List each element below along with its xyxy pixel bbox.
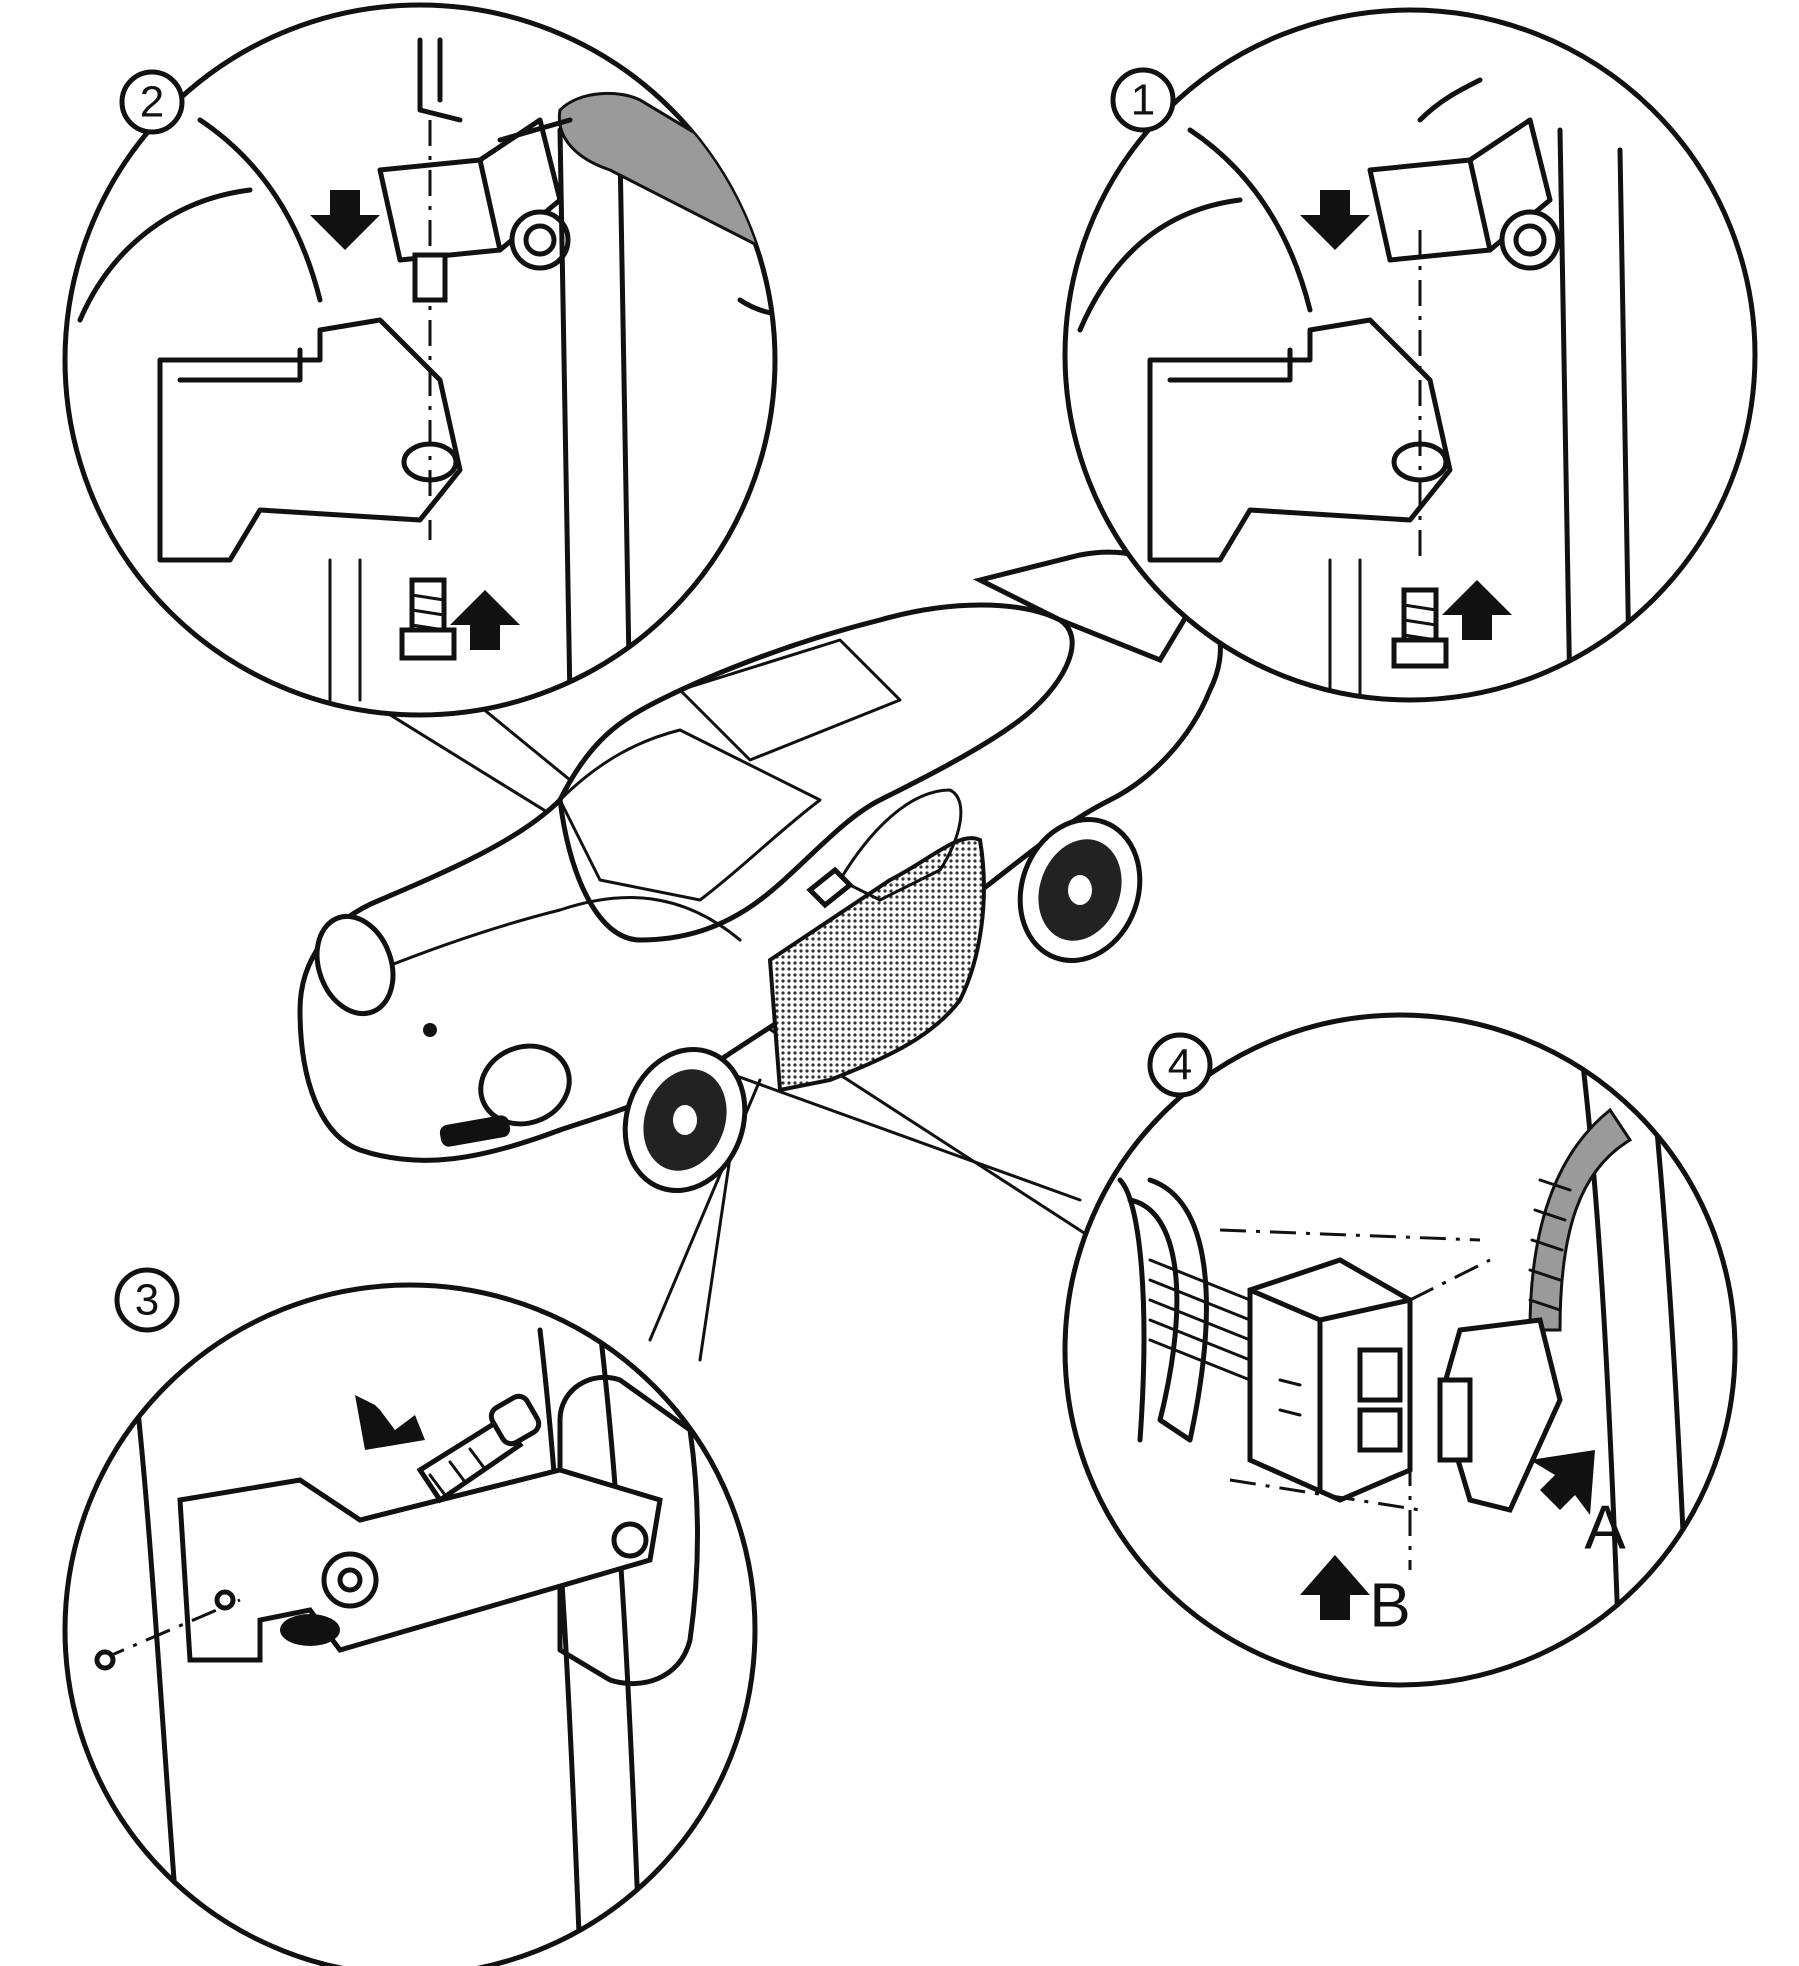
car-headlight-left: [314, 913, 396, 1017]
car-grille: [439, 1115, 511, 1147]
car-windshield: [558, 728, 822, 902]
detail-circle-1: 1: [1062, 7, 1758, 703]
car-sunroof: [678, 638, 902, 762]
arrow-up: [450, 590, 520, 650]
arrow-a: [1530, 1450, 1595, 1515]
label-a: A: [1584, 1494, 1626, 1563]
car-door: [767, 836, 986, 1093]
detail-circle-4: 4 A B: [1062, 1012, 1738, 1688]
callout-3: 3: [135, 1276, 159, 1325]
label-b: B: [1369, 1572, 1410, 1641]
car-headlight-right: [478, 1043, 572, 1127]
arrow-b: [1300, 1555, 1370, 1620]
arrow-up: [1442, 580, 1512, 640]
detail-circle-3: 3: [62, 1267, 758, 1966]
arrow-left: [355, 1395, 425, 1450]
car-side-window: [838, 788, 963, 902]
car-front-wheel: [622, 1046, 748, 1194]
car-rear-wheel: [1017, 816, 1143, 964]
car-illustration: [297, 549, 1223, 1194]
arrow-down: [310, 190, 380, 250]
arrow-down: [1300, 190, 1370, 250]
callout-1: 1: [1131, 76, 1155, 125]
screwdriver-handle: [557, 91, 775, 282]
callout-4: 4: [1168, 1041, 1192, 1090]
callout-2: 2: [140, 78, 164, 127]
detail-circle-2: 2: [62, 2, 778, 718]
